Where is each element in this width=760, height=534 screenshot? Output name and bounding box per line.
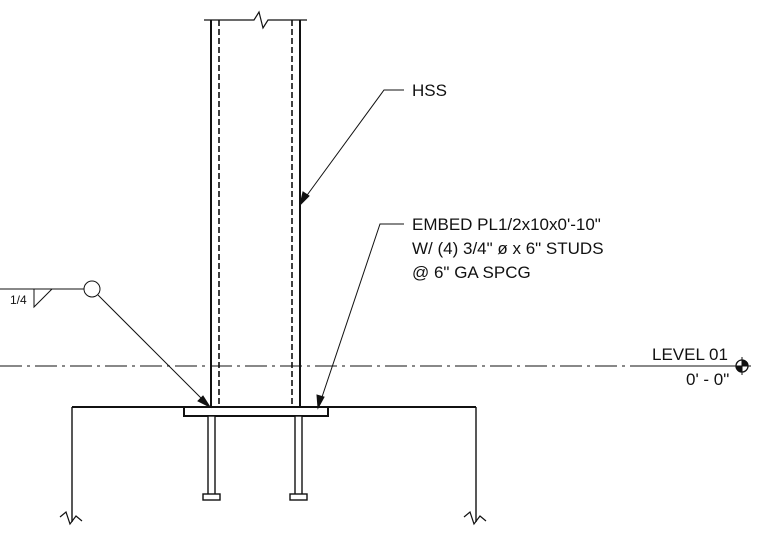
slab-right-break — [463, 510, 487, 526]
level-name-label: LEVEL 01 — [652, 345, 728, 364]
weld-symbol — [0, 280, 212, 409]
embed-leader-line — [320, 223, 404, 401]
hss-column — [204, 10, 307, 410]
weld-all-around-circle — [83, 280, 101, 298]
weld-arrow-line — [97, 294, 206, 403]
hss-leader-line — [304, 89, 404, 199]
weld-fillet-symbol — [33, 288, 53, 309]
headed-studs — [202, 415, 308, 501]
embed-label-line2: W/ (4) 3/4" ø x 6" STUDS — [412, 239, 604, 258]
weld-arrow-head — [197, 395, 212, 409]
embed-leader-arrow — [316, 394, 325, 410]
level-target-symbol — [733, 357, 751, 375]
slab-left-break — [59, 510, 83, 526]
level-target-fill-1 — [741, 359, 749, 367]
concrete-slab — [59, 406, 487, 526]
stud-right-head — [289, 493, 308, 501]
hss-label: HSS — [412, 81, 447, 100]
stud-left — [207, 415, 216, 497]
hss-leader-arrow — [299, 191, 310, 207]
level-target-fill-2 — [735, 365, 743, 373]
stud-left-head — [202, 493, 221, 501]
embed-plate — [183, 406, 329, 417]
stud-right — [294, 415, 303, 497]
embed-label-line1: EMBED PL1/2x10x0'-10" — [412, 215, 601, 234]
embed-leader — [316, 223, 404, 410]
weld-size-label: 1/4 — [10, 293, 27, 307]
level-elevation-label: 0' - 0" — [686, 370, 729, 389]
hss-leader — [299, 89, 404, 207]
embed-label-line3: @ 6" GA SPCG — [412, 263, 531, 282]
hss-break-line — [204, 10, 307, 30]
